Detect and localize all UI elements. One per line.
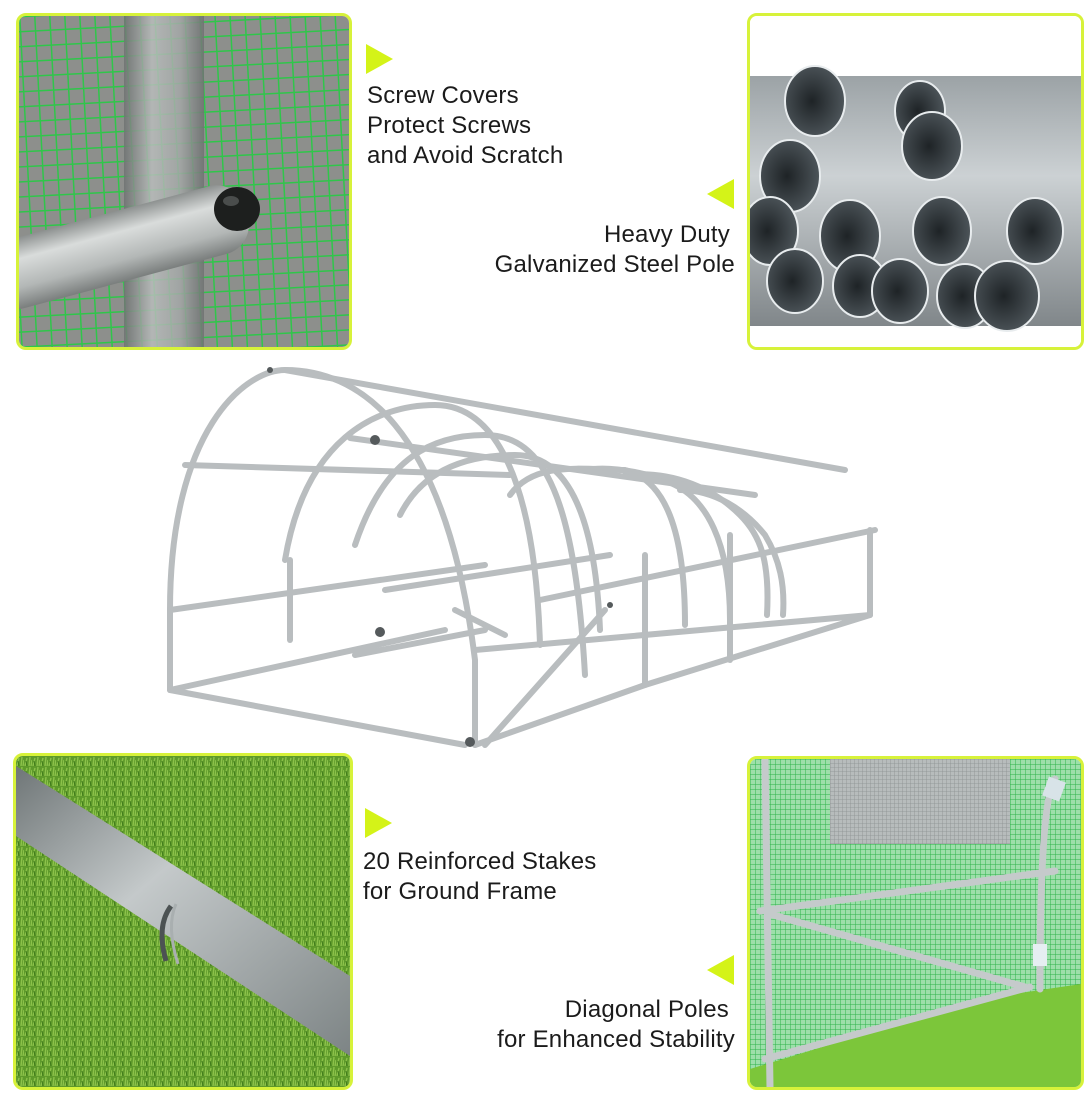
diagonal-poles-photo-panel bbox=[747, 756, 1084, 1090]
screw-cover-photo bbox=[19, 16, 349, 347]
greenhouse-frame-illustration bbox=[167, 366, 878, 748]
stake-on-grass-photo bbox=[16, 756, 350, 1087]
screw-cap-icon bbox=[214, 187, 260, 231]
pointer-right-icon bbox=[365, 808, 392, 838]
screw-covers-caption: Screw Covers Protect Screws and Avoid Sc… bbox=[367, 81, 563, 171]
stakes-caption: 20 Reinforced Stakes for Ground Frame bbox=[363, 847, 596, 907]
caption-line: for Ground Frame bbox=[363, 878, 557, 905]
caption-line: Protect Screws bbox=[367, 112, 532, 139]
diagonal-poles-photo bbox=[750, 759, 1081, 1087]
pointer-left-icon bbox=[707, 179, 734, 209]
steel-pipes-photo bbox=[750, 16, 1081, 347]
screw-cover-photo-panel bbox=[16, 13, 352, 350]
steel-pipes-photo-panel bbox=[747, 13, 1084, 350]
pointer-left-icon bbox=[707, 955, 734, 985]
caption-line: Screw Covers bbox=[367, 82, 519, 109]
caption-line: Heavy Duty bbox=[603, 221, 730, 248]
caption-line: for Enhanced Stability bbox=[497, 1026, 735, 1053]
caption-line: and Avoid Scratch bbox=[367, 142, 564, 169]
stake-photo-panel bbox=[13, 753, 353, 1090]
stake-icon bbox=[159, 904, 174, 962]
caption-line: Diagonal Poles bbox=[564, 996, 729, 1023]
diagonal-poles-caption: Diagonal Poles for Enhanced Stability bbox=[497, 995, 735, 1055]
caption-line: Galvanized Steel Pole bbox=[494, 251, 735, 278]
steel-pole-caption: Heavy Duty Galvanized Steel Pole bbox=[495, 220, 735, 280]
pointer-right-icon bbox=[366, 44, 393, 74]
caption-line: 20 Reinforced Stakes bbox=[363, 848, 597, 875]
